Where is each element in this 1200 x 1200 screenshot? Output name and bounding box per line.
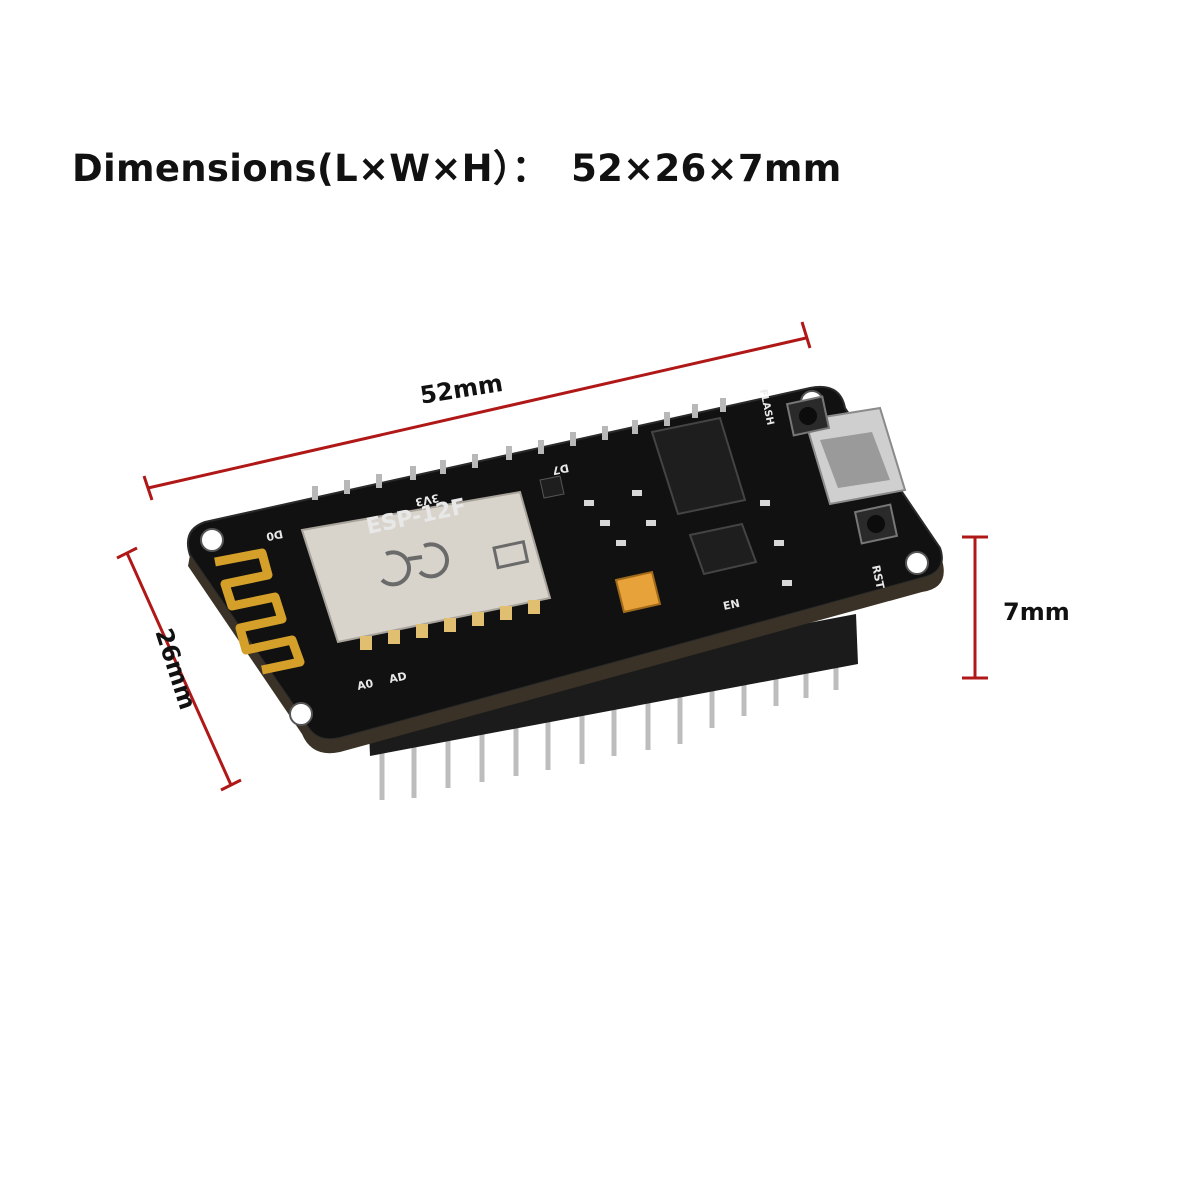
- tantalum-capacitor: [614, 570, 662, 614]
- width-dimension-line: [116, 546, 242, 792]
- height-dimension-line: [962, 535, 988, 680]
- pin-label-top: 3V3: [414, 491, 440, 509]
- flash-button: [785, 395, 831, 437]
- reset-button: [853, 503, 899, 545]
- antenna-trace: [214, 548, 305, 675]
- smd-components: [584, 490, 792, 586]
- pin-label-top: D0: [265, 527, 284, 543]
- usb-serial-chip: [650, 416, 747, 516]
- pin-label-bottom: EN: [722, 597, 741, 613]
- top-pin-stubs: [312, 398, 726, 500]
- title-label: Dimensions(L×W×H）: [72, 147, 512, 190]
- length-dimension-line: [142, 321, 812, 501]
- button-label-rst: RST: [869, 564, 887, 591]
- small-transistor: [539, 475, 565, 499]
- fcc-mark-icon: [492, 539, 530, 570]
- title-separator: ：: [511, 147, 550, 190]
- module-pads: [360, 600, 540, 650]
- height-label: 7mm: [1003, 598, 1070, 626]
- usb-c-opening-icon: [820, 432, 890, 488]
- pin-label-top: D7: [551, 461, 570, 477]
- page-title: Dimensions(L×W×H）： 52×26×7mm: [72, 138, 842, 192]
- pin-header-strip: [368, 614, 858, 756]
- pin-label-bottom: AD: [388, 670, 408, 686]
- ce-mark-icon: [380, 542, 449, 587]
- title-value: 52×26×7mm: [571, 147, 842, 190]
- regulator-chip: [688, 522, 758, 576]
- pin-label-bottom: A0: [356, 677, 375, 693]
- esp-module-shield: [300, 490, 552, 644]
